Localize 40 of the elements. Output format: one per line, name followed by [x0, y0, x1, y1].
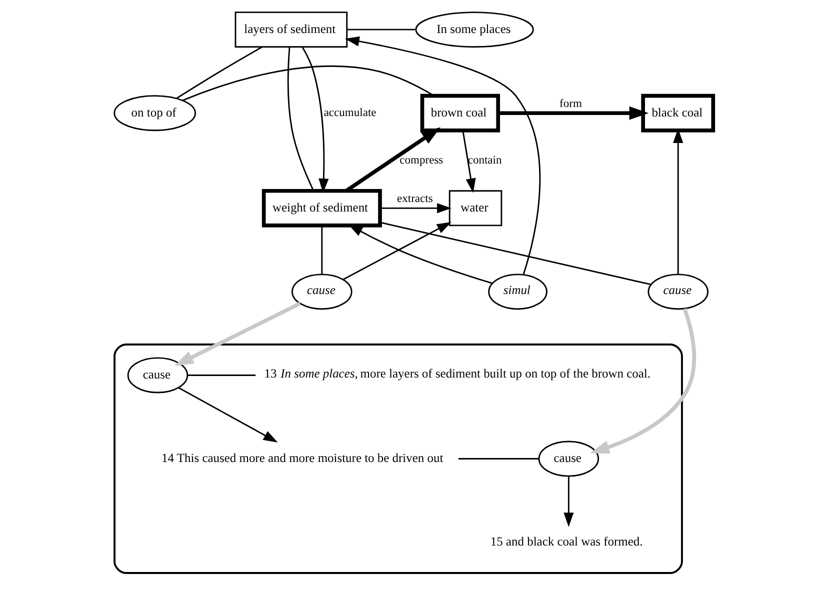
arrow: [302, 46, 329, 194]
edge-label: extracts: [397, 193, 433, 206]
connector: [287, 46, 314, 191]
arrow: [380, 203, 452, 214]
connector: [187, 374, 256, 376]
node-ellipse: simul: [488, 274, 548, 310]
edge-label: form: [560, 98, 582, 110]
arrow: [498, 106, 649, 120]
connector: [176, 46, 262, 99]
arrow: [174, 302, 301, 366]
cluster: [114, 344, 683, 574]
node-ellipse: In some places: [415, 12, 534, 48]
arrow: [178, 387, 278, 442]
node-text: 14 This caused more and more moisture to be driven out: [162, 451, 444, 466]
arrow: [462, 130, 476, 193]
connector: [380, 222, 651, 286]
node-ellipse: cause: [538, 440, 600, 477]
connector: [182, 66, 435, 102]
node-box: brown coal: [420, 94, 500, 132]
node-ellipse: cause: [292, 274, 352, 310]
node-ellipse: cause: [127, 357, 188, 394]
edge-label: accumulate: [324, 107, 376, 120]
node-ellipse: cause: [648, 274, 708, 310]
node-box: weight of sediment: [262, 188, 382, 228]
arrow: [342, 222, 452, 280]
node-box: black coal: [641, 94, 716, 132]
connector: [321, 226, 323, 274]
node-box: water: [448, 190, 502, 226]
arrow: [348, 224, 492, 284]
node-ellipse: on top of: [114, 95, 196, 132]
node-text: 15 and black coal was formed.: [490, 534, 643, 549]
connector: [458, 458, 539, 460]
arrow: [590, 308, 696, 454]
connector: [347, 28, 416, 30]
edge-label: contain: [468, 154, 502, 167]
node-box: layers of sediment: [234, 12, 348, 48]
arrow: [344, 36, 541, 275]
arrow: [564, 476, 574, 528]
node-text: 13 In some places, more layers of sediment built up on top of the brown coal.: [264, 366, 650, 381]
edge-label: compress: [400, 154, 444, 167]
